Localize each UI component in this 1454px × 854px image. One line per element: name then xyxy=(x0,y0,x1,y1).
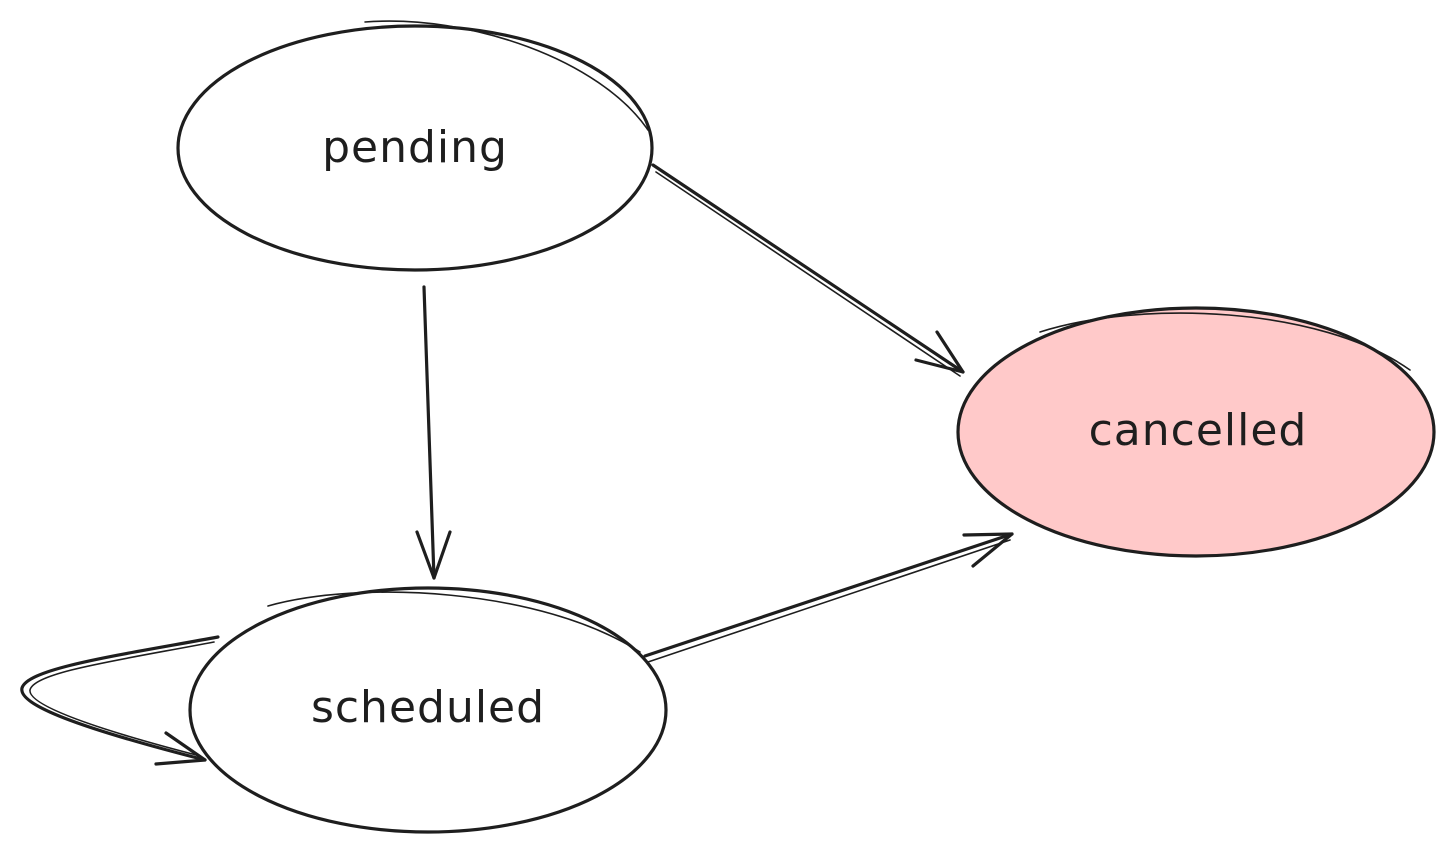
edge-pending-to-cancelled-line xyxy=(651,163,965,374)
edge-pending-to-cancelled-arrowhead xyxy=(914,330,965,374)
node-scheduled-sketch-line xyxy=(267,591,641,653)
edge-pending-to-scheduled-line xyxy=(422,285,436,580)
edge-scheduled-to-cancelled[interactable] xyxy=(643,532,1014,663)
node-pending-shape xyxy=(176,24,654,272)
edge-scheduled-self-loop-arrowhead xyxy=(154,731,207,766)
node-cancelled-sketch-line xyxy=(1039,312,1411,371)
node-cancelled[interactable]: cancelled xyxy=(956,306,1436,558)
edge-pending-to-cancelled-sketch xyxy=(655,171,961,377)
edge-pending-to-scheduled[interactable] xyxy=(415,285,452,580)
node-scheduled-label: scheduled xyxy=(311,682,545,733)
node-pending[interactable]: pending xyxy=(176,20,654,272)
node-cancelled-shape xyxy=(956,306,1436,558)
edge-scheduled-to-cancelled-arrowhead xyxy=(962,532,1014,568)
node-cancelled-label: cancelled xyxy=(1089,405,1308,456)
node-scheduled-shape xyxy=(188,586,668,834)
edge-scheduled-to-cancelled-line xyxy=(643,532,1014,658)
edge-pending-to-scheduled-arrowhead xyxy=(415,530,452,580)
node-scheduled[interactable]: scheduled xyxy=(188,586,668,834)
edge-scheduled-to-cancelled-sketch xyxy=(647,539,1011,663)
node-pending-label: pending xyxy=(322,122,508,173)
edge-scheduled-self-loop-sketch xyxy=(29,641,215,757)
edge-scheduled-self-loop-line xyxy=(20,635,220,762)
node-pending-sketch-line xyxy=(364,20,649,131)
edge-pending-to-cancelled[interactable] xyxy=(651,163,965,377)
edge-scheduled-self-loop[interactable] xyxy=(20,635,220,766)
